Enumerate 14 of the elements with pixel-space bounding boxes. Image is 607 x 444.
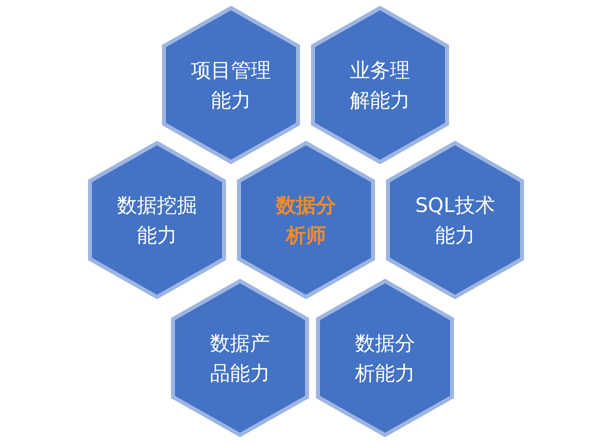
skill-label: 数据挖掘能力 bbox=[116, 192, 198, 249]
skill-label: SQL技术能力 bbox=[415, 192, 495, 249]
hexagon-tile bbox=[310, 5, 450, 165]
hexagon-tile bbox=[87, 140, 227, 300]
skill-label: 数据分析能力 bbox=[354, 330, 416, 387]
skill-label: 业务理解能力 bbox=[349, 57, 411, 114]
role-title: 数据分析师 bbox=[274, 192, 337, 249]
hexagon-tile bbox=[385, 140, 525, 300]
skill-label: 数据产品能力 bbox=[209, 330, 271, 387]
hexagon-tile bbox=[236, 140, 376, 300]
skill-label: 项目管理能力 bbox=[190, 57, 272, 114]
hexagon-tile bbox=[170, 278, 310, 438]
hexagon-tile bbox=[161, 5, 301, 165]
hexagon-tile bbox=[315, 278, 455, 438]
